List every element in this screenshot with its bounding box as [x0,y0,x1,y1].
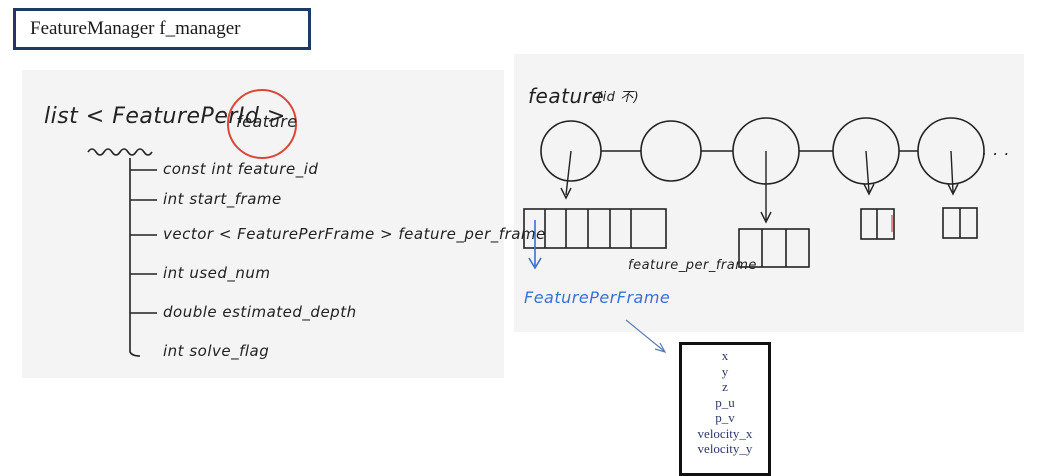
field-velocity-y: velocity_y [697,441,753,456]
squiggle-underline [87,148,153,156]
feature-header: feature [528,84,604,108]
circled-feature-label: feature [236,112,298,131]
member-label: int used_num [163,264,271,282]
member-tree-branches [130,169,157,314]
frame-arrays [523,207,978,268]
member-1: int start_frame [163,190,282,208]
list-header-text: list < FeaturePerId > [44,104,286,129]
member-5: int solve_flag [163,342,269,360]
title-box: FeatureManager f_manager [13,8,311,50]
left-panel [22,70,504,378]
member-label: const int feature_id [163,160,319,178]
member-tree-trunk [129,158,141,357]
struct-label-text: FeaturePerFrame [524,288,671,307]
right-panel [514,54,1024,332]
linked-list [540,117,985,185]
list-header: list < FeaturePerId > [44,104,286,129]
feature-header-note-text: (id 不) [597,90,640,105]
frame-array-label: feature_per_frame [628,258,757,273]
member-label: int solve_flag [163,342,270,360]
connector-arrow [625,319,667,353]
ellipsis-text: . . . [982,140,1010,159]
title-text: FeatureManager f_manager [30,18,241,39]
struct-label: FeaturePerFrame [524,288,670,307]
field-y: y [721,363,729,379]
field-velocity-x: velocity_x [697,425,753,441]
field-z: z [722,379,728,394]
circled-feature-text: feature [236,112,298,131]
member-label: double estimated_depth [163,303,357,321]
member-3: int used_num [163,264,271,282]
feature-header-text: feature [528,84,605,108]
field-p-u: p_u [715,394,735,410]
member-2: vector < FeaturePerFrame > feature_per_f… [163,225,546,243]
field-x: x [721,348,729,363]
feature-highlight-circle [227,89,297,159]
feature-header-note: (id 不) [597,86,639,105]
node-pointers [560,150,959,224]
field-p-v: p_v [715,410,735,425]
fields-box: x y z p_u p_v velocity_x velocity_y [679,342,771,476]
member-label: int start_frame [163,190,282,208]
ellipsis: . . . [982,140,1010,159]
blue-down-arrow [528,220,542,270]
frame-array-label-text: feature_per_frame [628,258,757,273]
member-label: vector < FeaturePerFrame > feature_per_f… [163,225,546,243]
member-4: double estimated_depth [163,303,357,321]
member-0: const int feature_id [163,160,318,178]
